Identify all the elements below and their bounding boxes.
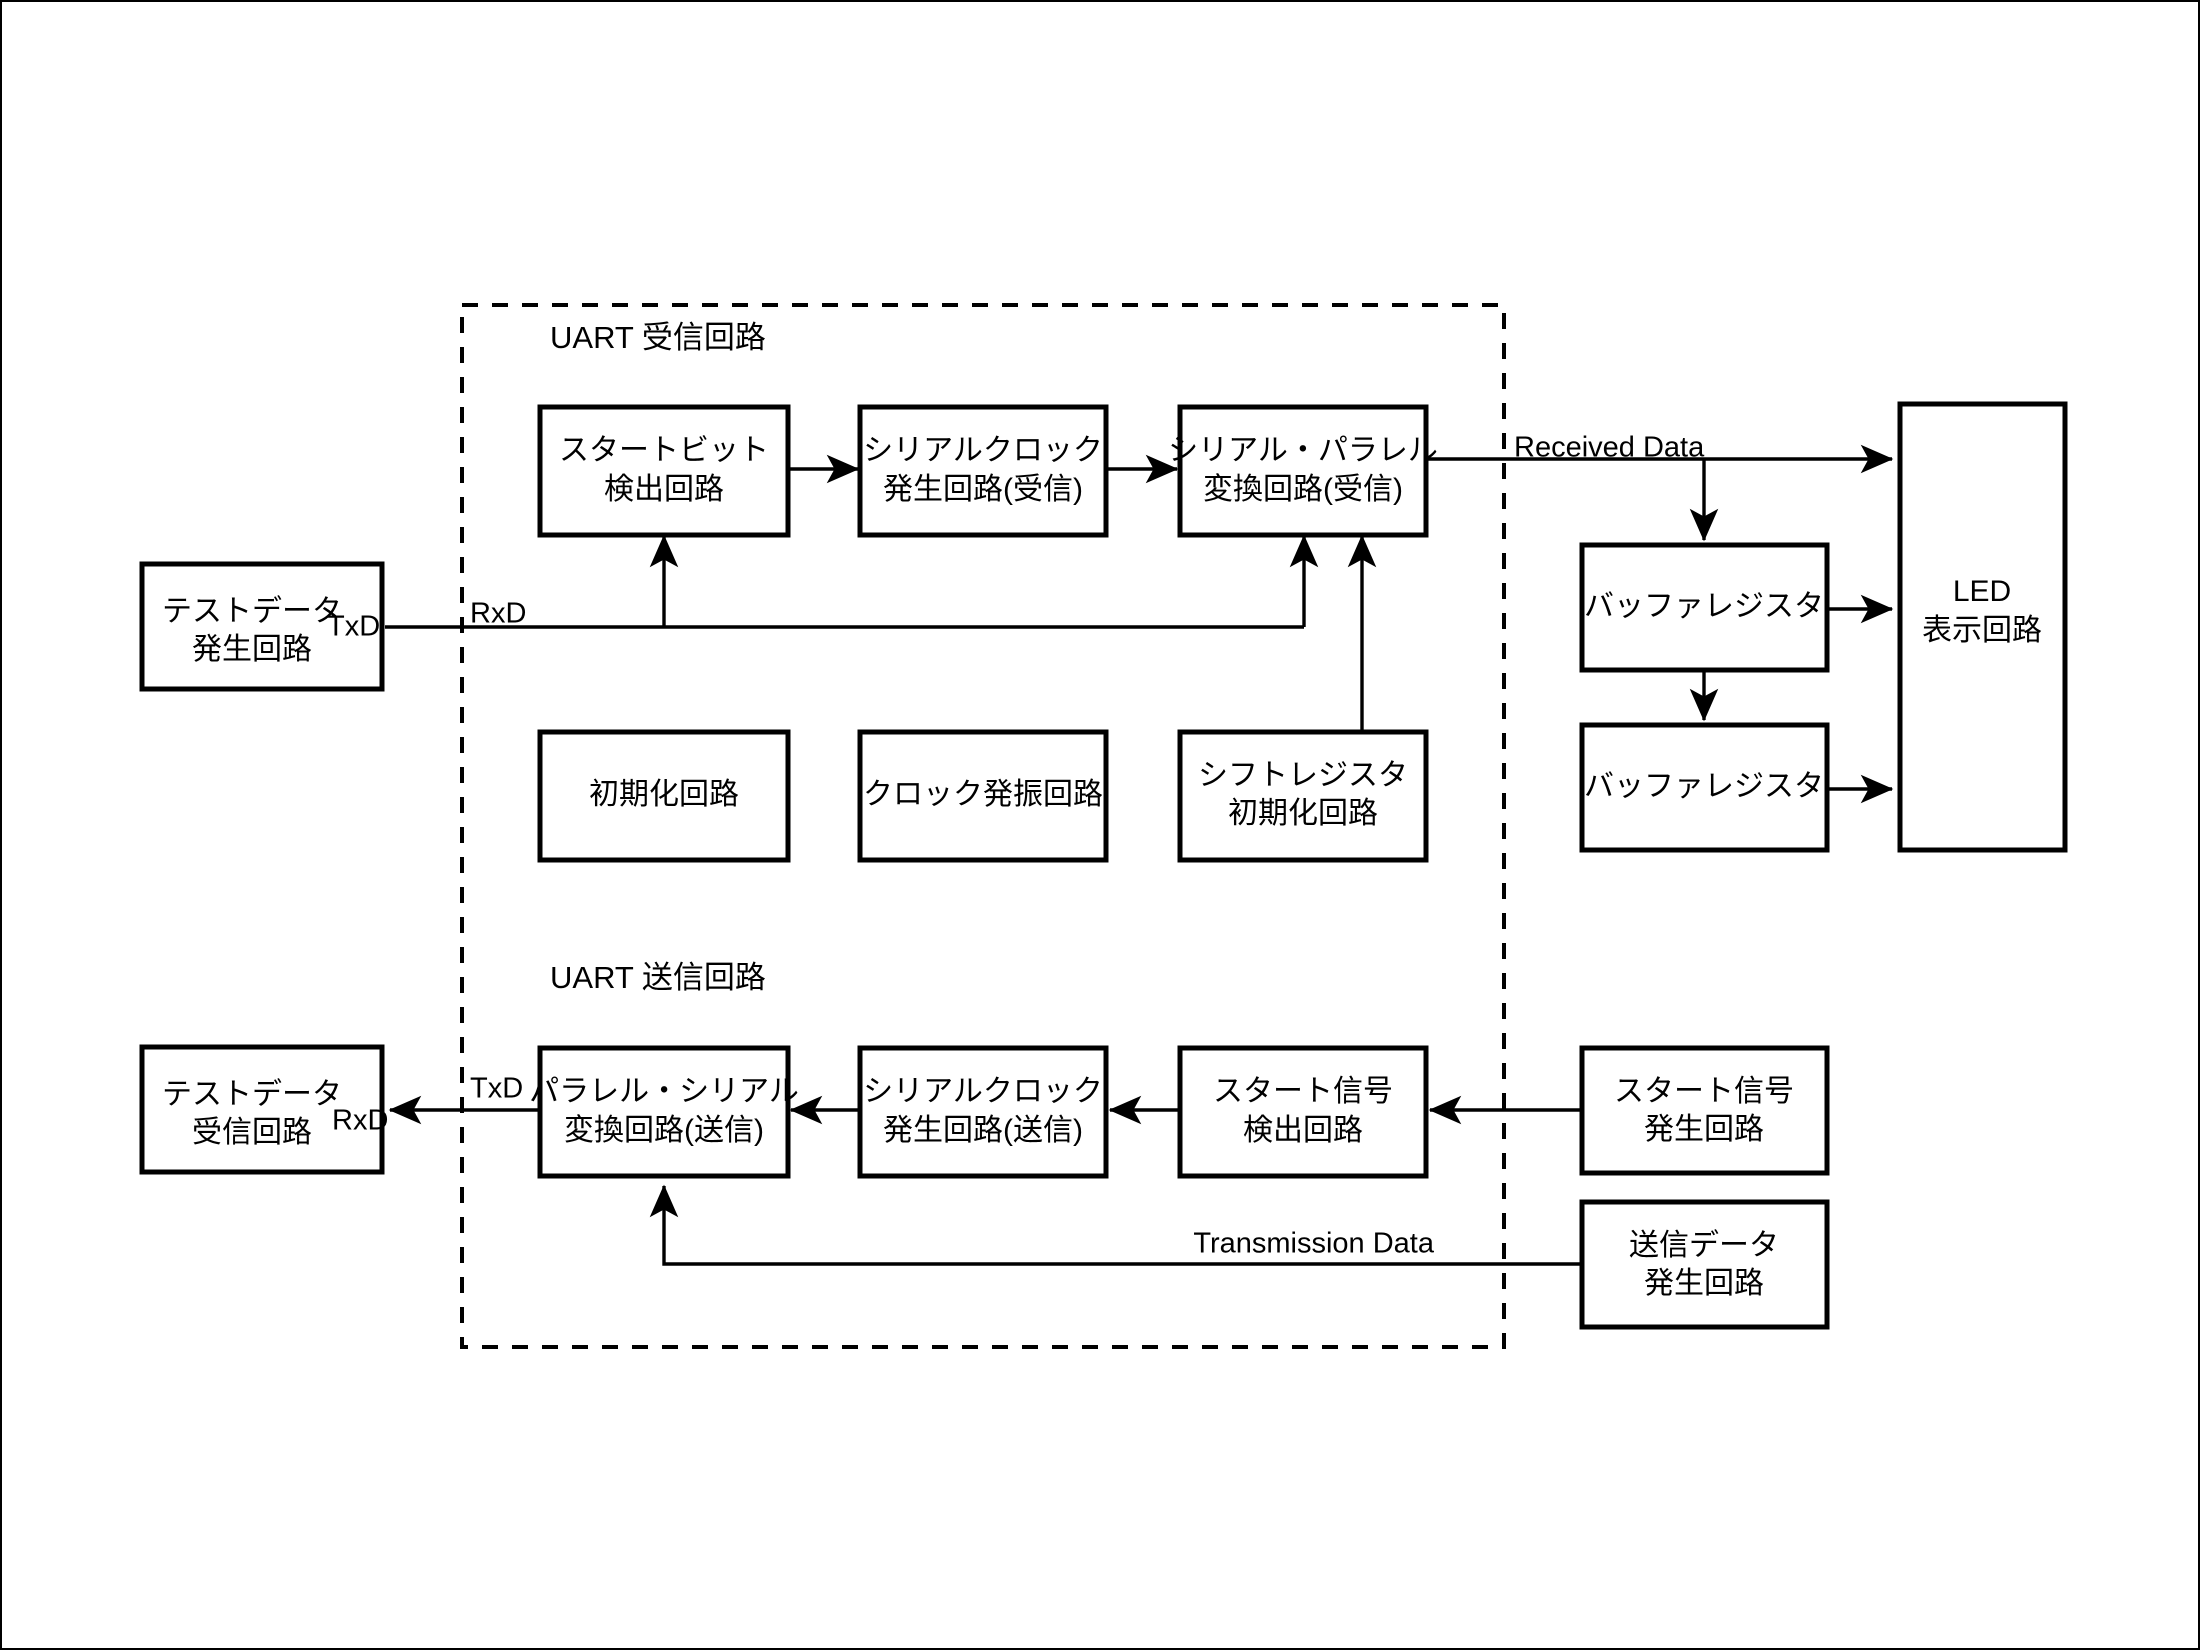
- block-tx-data-gen-line1: 送信データ: [1629, 1229, 1779, 1262]
- block-test-data-recv-line1: テストデータ: [162, 1078, 342, 1111]
- block-start-sig-gen[interactable]: [1579, 1045, 1830, 1176]
- wire-transmission-data-bus: [649, 1184, 1580, 1266]
- block-test-data-recv[interactable]: [139, 1044, 385, 1175]
- block-start-bit-detect[interactable]: [537, 404, 791, 538]
- block-test-data-gen-line1: テストデータ: [162, 595, 342, 628]
- tx-group-title: UART 送信回路: [550, 960, 766, 995]
- block-shift-reg-init-line1: シフトレジスタ: [1198, 759, 1408, 792]
- block-tx-data-gen-line2: 発生回路: [1644, 1267, 1764, 1300]
- block-clock-osc-line1: クロック発振回路: [863, 778, 1103, 811]
- block-parallel-serial-tx[interactable]: [537, 1045, 791, 1179]
- signal-label-received-data: Received Data: [1514, 432, 1705, 464]
- signal-label-transmission-data: Transmission Data: [1193, 1228, 1435, 1260]
- signal-label-txd-bottom: TxD: [470, 1073, 523, 1105]
- block-parallel-serial-tx-line1: パラレル・シリアル: [529, 1075, 799, 1108]
- block-serial-clock-tx[interactable]: [857, 1045, 1109, 1179]
- block-serial-clock-rx-line2: 発生回路(受信): [883, 473, 1083, 506]
- block-led-display-line1: LED: [1953, 575, 2011, 608]
- block-test-data-gen[interactable]: [139, 561, 385, 692]
- block-serial-clock-tx-line2: 発生回路(送信): [883, 1114, 1083, 1147]
- block-start-bit-detect-line2: 検出回路: [604, 473, 724, 506]
- block-shift-reg-init[interactable]: [1177, 729, 1429, 863]
- block-serial-parallel-rx[interactable]: [1177, 404, 1429, 538]
- block-start-sig-gen-line1: スタート信号: [1614, 1075, 1794, 1108]
- block-test-data-recv-line2: 受信回路: [192, 1116, 312, 1149]
- block-start-sig-detect[interactable]: [1177, 1045, 1429, 1179]
- rx-group-title: UART 受信回路: [550, 320, 766, 355]
- signal-label-txd-top: TxD: [327, 611, 380, 643]
- block-serial-parallel-rx-line1: シリアル・パラレル: [1168, 434, 1438, 467]
- block-start-sig-detect-line2: 検出回路: [1243, 1114, 1363, 1147]
- block-buffer-reg-1-line1: バッファレジスタ: [1584, 590, 1824, 623]
- block-buffer-reg-1[interactable]: [1579, 542, 1830, 673]
- block-buffer-reg-2-line1: バッファレジスタ: [1584, 770, 1824, 803]
- block-buffer-reg-2[interactable]: [1579, 722, 1830, 853]
- block-init-circuit[interactable]: [537, 729, 791, 863]
- block-start-bit-detect-line1: スタートビット: [559, 434, 769, 467]
- uart-boundary-dashed-box: [460, 303, 1506, 1349]
- block-clock-osc[interactable]: [857, 729, 1109, 863]
- block-test-data-gen-line2: 発生回路: [192, 633, 312, 666]
- block-parallel-serial-tx-line2: 変換回路(送信): [564, 1114, 764, 1147]
- block-tx-data-gen[interactable]: [1579, 1199, 1830, 1330]
- block-serial-clock-tx-line1: シリアルクロック: [863, 1075, 1103, 1108]
- block-serial-parallel-rx-line2: 変換回路(受信): [1203, 473, 1403, 506]
- block-shift-reg-init-line2: 初期化回路: [1228, 797, 1378, 830]
- block-serial-clock-rx-line1: シリアルクロック: [863, 434, 1103, 467]
- block-led-display-line2: 表示回路: [1922, 614, 2042, 647]
- block-start-sig-detect-line1: スタート信号: [1213, 1075, 1393, 1108]
- block-start-sig-gen-line2: 発生回路: [1644, 1113, 1764, 1146]
- signal-label-rxd-bottom: RxD: [332, 1105, 388, 1137]
- block-init-circuit-line1: 初期化回路: [589, 778, 739, 811]
- block-serial-clock-rx[interactable]: [857, 404, 1109, 538]
- signal-label-rxd-top: RxD: [470, 598, 526, 630]
- block-led-display[interactable]: [1897, 401, 2068, 853]
